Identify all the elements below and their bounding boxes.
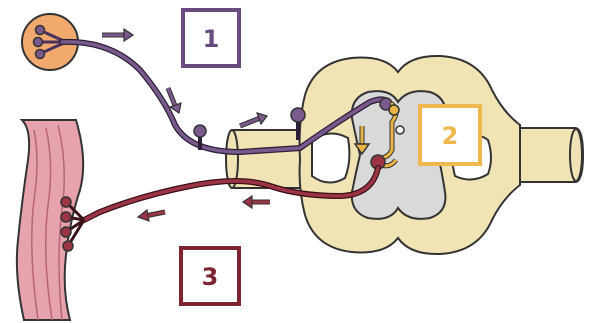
muscle-icon bbox=[17, 120, 84, 320]
label-2: 2 bbox=[442, 122, 459, 150]
spinal-cord-icon bbox=[226, 56, 583, 254]
label-box-2: 2 bbox=[420, 106, 480, 164]
label-box-1: 1 bbox=[183, 10, 239, 66]
label-3: 3 bbox=[202, 263, 219, 291]
label-box-3: 3 bbox=[181, 248, 239, 304]
label-1: 1 bbox=[203, 25, 220, 53]
